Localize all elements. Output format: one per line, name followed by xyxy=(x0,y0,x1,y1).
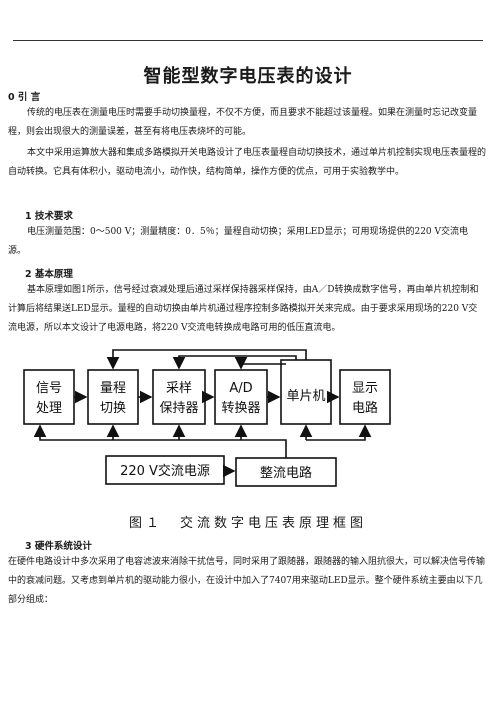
power-to-display xyxy=(306,424,372,441)
tech-heading: 1 技术要求 xyxy=(25,211,73,222)
label-display-2: 电路 xyxy=(352,400,378,416)
hardware-heading: 3 硬件系统设计 xyxy=(25,541,92,552)
feedback-mcu-adc xyxy=(234,356,286,370)
intro-paragraph-1: 传统的电压表在测量电压时需要手动切换量程，不仅不方便，而且要求不能超过该量程。如… xyxy=(8,108,478,137)
label-display-1: 显示 xyxy=(352,381,378,396)
label-range-2: 切换 xyxy=(100,401,126,416)
label-adc-1: A/D xyxy=(229,381,252,396)
label-power: 220 V交流电源 xyxy=(120,463,210,479)
label-signal-2: 处理 xyxy=(36,401,62,416)
intro-heading: 0 引 言 xyxy=(8,92,41,103)
label-rectifier: 整流电路 xyxy=(260,465,312,481)
label-sample-1: 采样 xyxy=(166,381,192,396)
principle-heading: 2 基本原理 xyxy=(25,269,73,280)
hardware-paragraph: 在硬件电路设计中多次采用了电容滤波来消除干扰信号，同时采用了跟随器，跟随器的输入… xyxy=(8,557,486,605)
label-adc-2: 转换器 xyxy=(221,401,260,416)
principle-paragraph: 基本原理如图1所示，信号经过衰减处理后通过采样保持器采样保持，由A／D转换成数字… xyxy=(8,285,479,333)
intro-paragraph-2: 本文中采用运算放大器和集成多路模拟开关电路设计了电压表量程自动切换技术，通过单片… xyxy=(8,148,487,177)
power-bus-line xyxy=(33,424,287,458)
label-sample-2: 保持器 xyxy=(159,401,198,416)
header-rule xyxy=(13,40,483,41)
label-signal-1: 信号 xyxy=(36,381,62,396)
feedback-mcu-sample xyxy=(172,355,297,370)
block-diagram: 信号 处理 量程 切换 采样 保持器 A/D 转换器 单片机 显示 电路 220… xyxy=(23,349,391,487)
label-range-1: 量程 xyxy=(100,381,126,396)
label-mcu: 单片机 xyxy=(286,389,325,404)
figure-caption: 图１ 交流数字电压表原理框图 xyxy=(128,516,367,531)
page-title: 智能型数字电压表的设计 xyxy=(143,66,353,87)
feedback-mcu-range xyxy=(106,349,307,370)
tech-paragraph: 电压测量范围：0～500 V；测量精度：0．5％；量程自动切换；采用LED显示；… xyxy=(8,227,469,256)
block-display xyxy=(339,369,391,425)
